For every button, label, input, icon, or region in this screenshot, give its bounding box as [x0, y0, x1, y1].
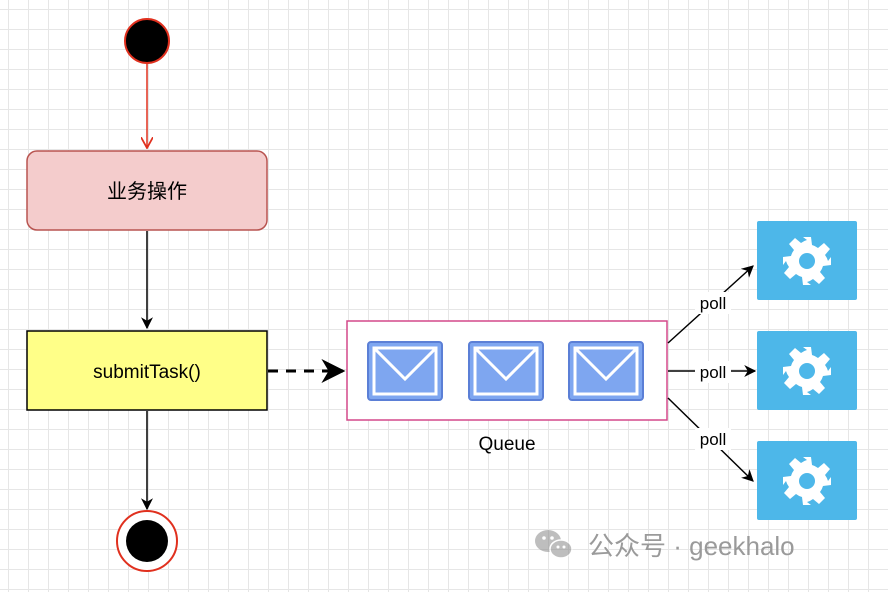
envelope-icon — [366, 340, 444, 402]
envelope-icon — [467, 340, 545, 402]
queue-label: Queue — [478, 434, 535, 455]
poll-label-top: poll — [700, 294, 726, 313]
poll-label-bg — [695, 361, 731, 383]
business-operation-node — [26, 150, 268, 231]
gear-icon — [783, 347, 831, 395]
submit-task-node — [26, 330, 268, 411]
poll-label-bg — [695, 292, 731, 314]
business-operation-label: 业务操作 — [107, 180, 187, 203]
submit-task-label: submitTask() — [93, 362, 201, 383]
poll-label-middle: poll — [700, 363, 726, 382]
envelope-icon — [567, 340, 645, 402]
gear-icon — [783, 457, 831, 505]
poll-label-bg — [695, 428, 731, 450]
poll-label-bottom: poll — [700, 430, 726, 449]
watermark-text: 公众号 · geekhalo — [588, 531, 795, 561]
gear-icon — [783, 237, 831, 285]
wechat-icon — [535, 530, 573, 559]
end-node — [126, 520, 168, 562]
start-node — [124, 18, 170, 64]
